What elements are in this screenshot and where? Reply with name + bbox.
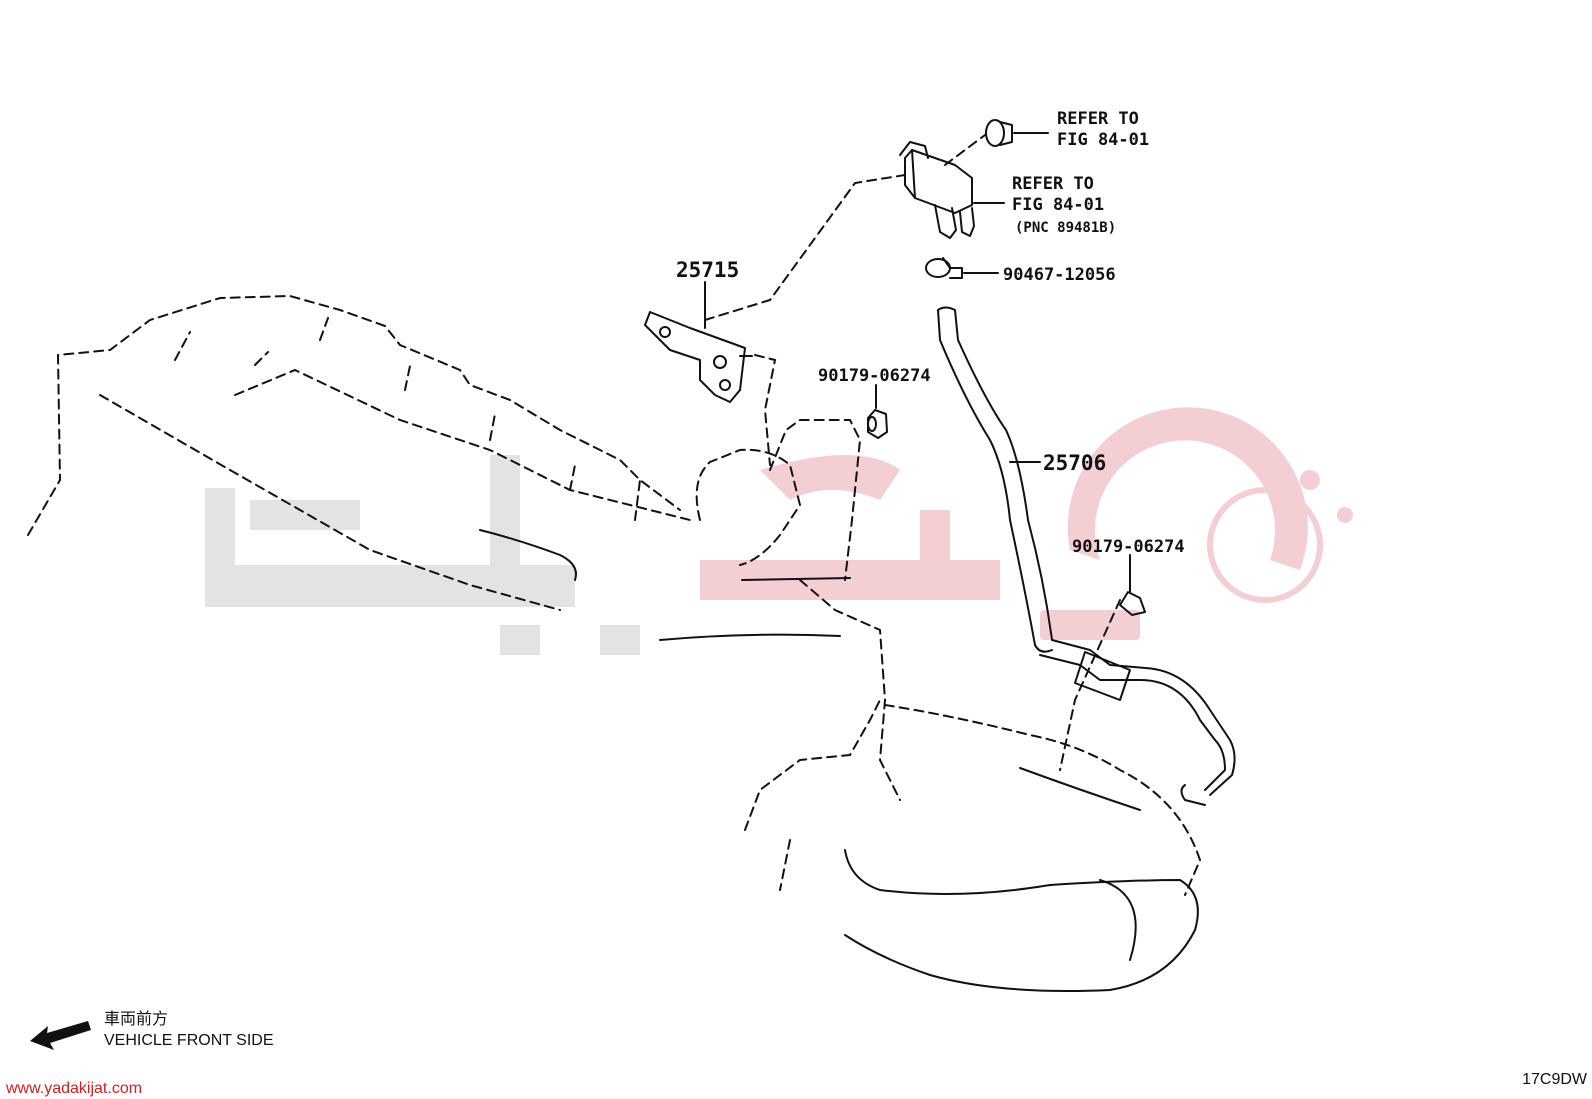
refer-top-line2: FIG 84-01 [1057, 130, 1149, 150]
nut-lower-part [1119, 591, 1146, 616]
part-number-25706: 25706 [1043, 451, 1106, 475]
bracket-part [644, 311, 753, 403]
front-arrow-icon [30, 1021, 91, 1050]
part-number-90179-06274-upper: 90179-06274 [818, 366, 931, 386]
orientation-label-jp: 車両前方 [104, 1010, 168, 1028]
assembly-leaders [704, 134, 1121, 771]
orientation-label-en: VEHICLE FRONT SIDE [104, 1032, 274, 1049]
refer-sensor-line2: FIG 84-01 [1012, 195, 1104, 215]
part-number-25715: 25715 [676, 258, 739, 282]
engine-outline [27, 294, 1202, 992]
pressure-sensor-part [899, 141, 975, 239]
website-label: www.yadakijat.com [5, 1080, 142, 1097]
refer-top-line1: REFER TO [1057, 109, 1139, 129]
vacuum-hose-part [937, 306, 1236, 806]
figure-code: 17C9DW [1522, 1071, 1588, 1088]
grommet-part [985, 119, 1013, 147]
part-number-90179-06274-lower: 90179-06274 [1072, 537, 1185, 557]
refer-sensor-line1: REFER TO [1012, 174, 1094, 194]
watermark-logo [205, 407, 1353, 655]
nut-upper-part [867, 409, 888, 439]
clamp-part [925, 257, 963, 279]
refer-sensor-line3: (PNC 89481B) [1015, 220, 1116, 236]
part-number-90467-12056: 90467-12056 [1003, 265, 1116, 285]
